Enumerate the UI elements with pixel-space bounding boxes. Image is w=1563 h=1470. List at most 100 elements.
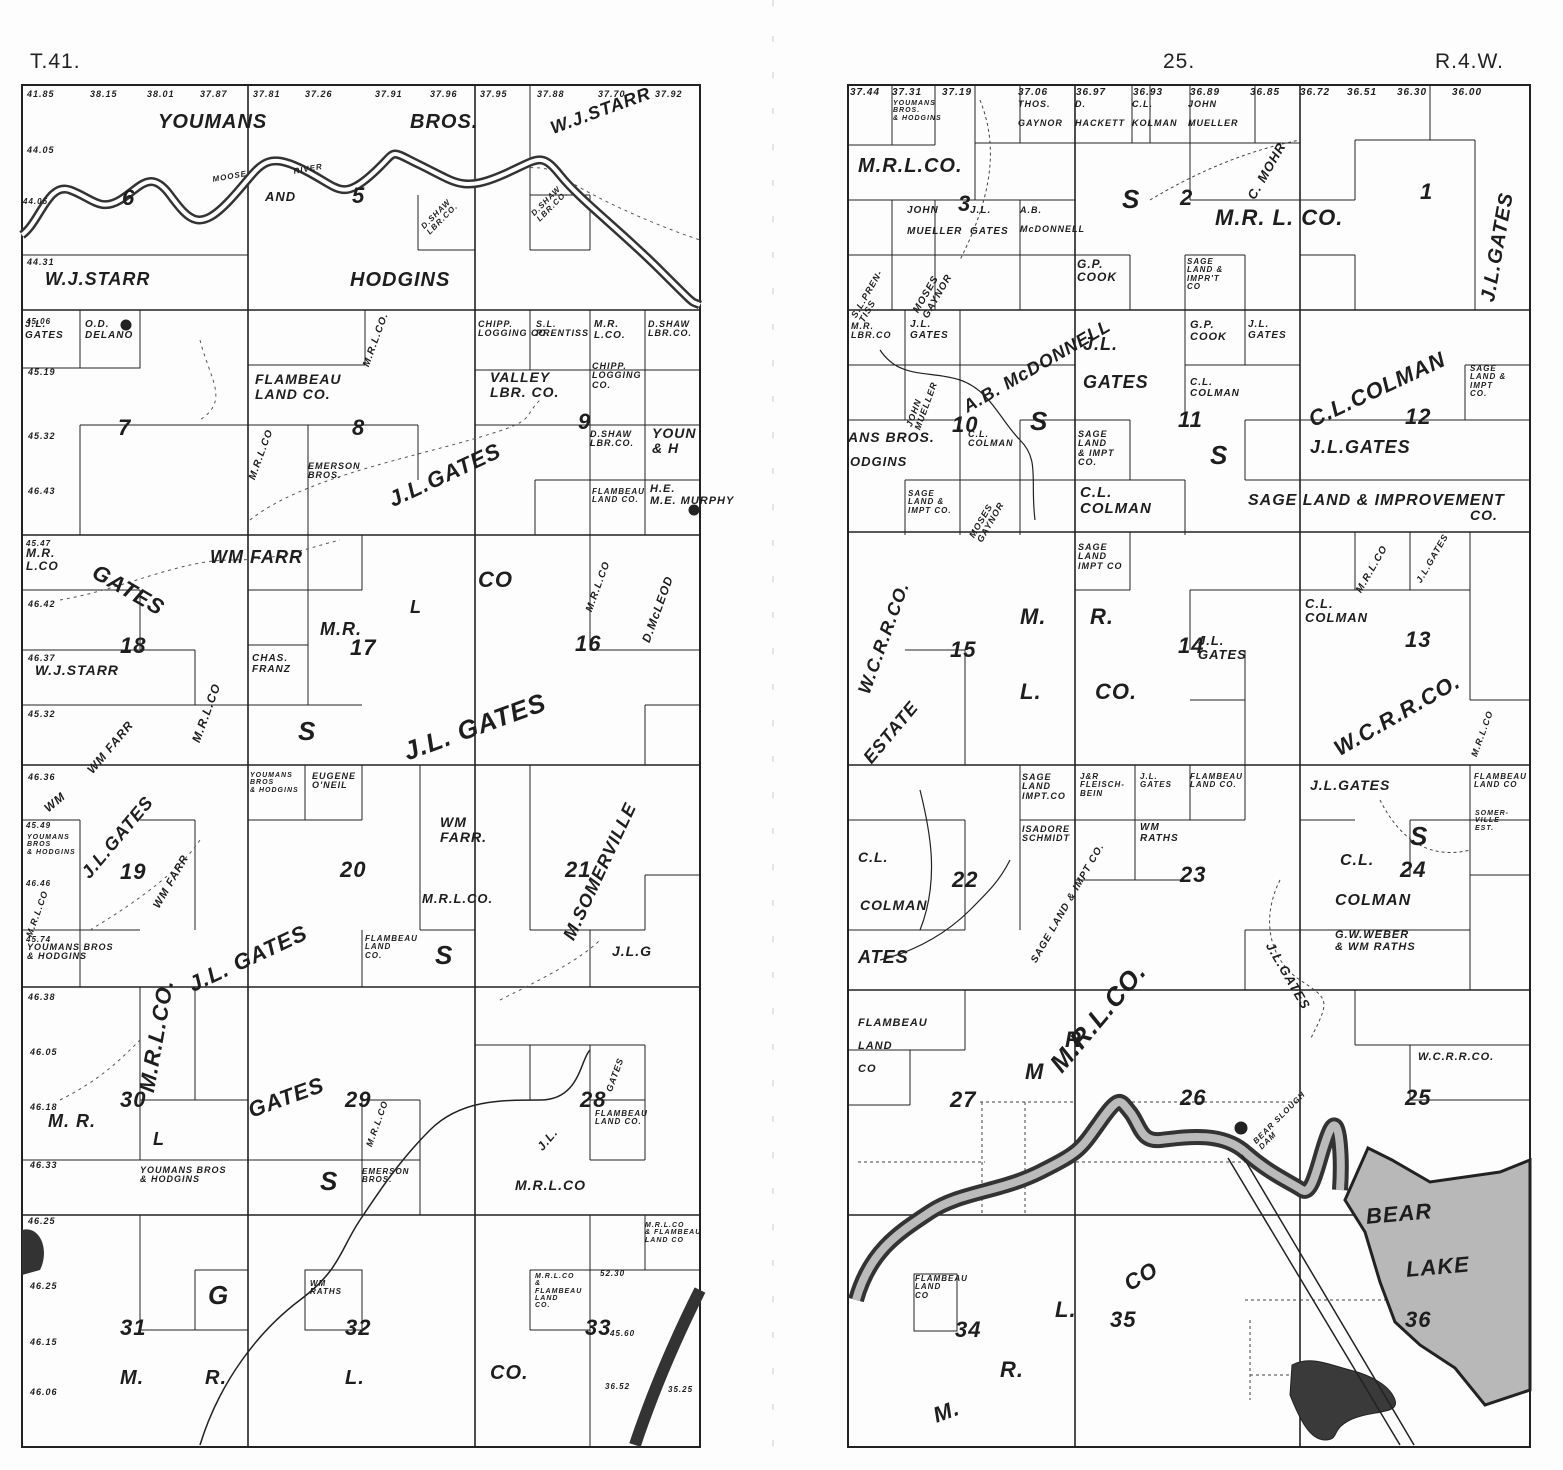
left-section-number: 20 — [340, 857, 367, 882]
left-owner-label: CHIPP. LOGGING CO. — [478, 319, 551, 339]
landmark-dot — [688, 504, 700, 516]
left-acreage-figure: 37.91 — [375, 89, 403, 99]
right-acreage-figure: 37.19 — [942, 87, 973, 98]
right-acreage-figure: 36.89 — [1190, 87, 1221, 98]
dam-marker — [1234, 1121, 1248, 1135]
right-owner-label: SAGE LAND & IMPR'T CO — [1187, 257, 1224, 292]
left-acreage-figure: 45.47 — [26, 539, 52, 548]
left-owner-label: FLAMBEAU LAND CO. — [592, 487, 645, 505]
left-lake-edge — [629, 1287, 706, 1447]
left-owner-label: D.SHAW LBR.CO. — [590, 429, 634, 449]
left-owner-label: WM RATHS — [310, 1279, 342, 1297]
right-owner-label: G.P. COOK — [1077, 257, 1117, 284]
left-owner-label: M.R.L.CO & FLAMBEAU LAND CO — [645, 1222, 702, 1244]
right-owner-label: S — [1410, 821, 1429, 851]
left-section-number: 18 — [120, 633, 147, 658]
left-owner-label: VALLEY LBR. CO. — [490, 369, 560, 400]
right-owner-label: WM RATHS — [1140, 822, 1179, 844]
left-acreage-figure: 37.96 — [430, 89, 458, 99]
left-owner-label: O.D. DELANO — [85, 319, 134, 341]
right-owner-label: FLAMBEAU LAND CO. — [1190, 772, 1243, 790]
left-section-number: 17 — [350, 635, 377, 660]
left-owner-label: WM FARR — [210, 547, 303, 567]
right-owner-label: J.L. GATES — [1198, 633, 1247, 662]
right-owner-label: M — [1025, 1059, 1045, 1084]
left-acreage-figure: 46.43 — [28, 486, 56, 496]
left-section-number: 31 — [120, 1315, 147, 1340]
right-creeks — [879, 349, 1036, 961]
right-owner-label: G.P. COOK — [1190, 319, 1227, 343]
left-township-frame — [21, 84, 701, 1448]
left-acreage-figure: 41.85 — [27, 89, 55, 99]
right-section-number: 25 — [1405, 1085, 1432, 1110]
left-acreage-figure: 44.31 — [27, 257, 55, 267]
small-lake — [1289, 1360, 1396, 1441]
right-parcel-lines — [848, 85, 1530, 1332]
left-owner-label: BROS. — [410, 111, 479, 133]
left-section-number: 29 — [345, 1087, 372, 1112]
left-acreage-figure: 45.74 — [26, 935, 52, 944]
right-owner-label: S — [1210, 440, 1229, 470]
right-owner-label: D. HACKETT — [1075, 99, 1125, 128]
left-acreage-figure: 52.30 — [600, 1269, 626, 1278]
right-section-number: 2 — [1180, 185, 1194, 210]
left-owner-label: EMERSON BROS. — [362, 1167, 410, 1185]
left-acreage-figure: 37.81 — [253, 89, 281, 99]
left-owner-label: CO. — [490, 1362, 529, 1384]
left-acreage-figure: 36.52 — [605, 1382, 631, 1391]
right-owner-label: COLMAN — [860, 897, 928, 913]
left-acreage-figure: 45.06 — [26, 317, 52, 326]
left-owner-label: CHIPP. LOGGING CO. — [592, 361, 642, 390]
left-section-lines — [22, 85, 700, 1447]
right-section-number: 24 — [1400, 857, 1427, 882]
right-owner-label: ODGINS — [850, 454, 908, 469]
left-acreage-figure: 45.49 — [26, 821, 52, 830]
right-section-number: 35 — [1110, 1307, 1137, 1332]
left-owner-label: J.L. GATES — [25, 319, 64, 341]
right-owner-label: FLAMBEAU LAND CO — [915, 1274, 968, 1300]
left-owner-label: J.L.G — [612, 943, 653, 959]
right-owner-label: SAGE LAND & IMPT CO. — [1078, 429, 1115, 468]
right-owner-label: R. — [1000, 1357, 1024, 1382]
right-owner-label: M.R. LBR.CO — [851, 321, 892, 341]
left-owner-label: L — [153, 1129, 165, 1149]
right-owner-label: C.L. — [1340, 852, 1375, 869]
right-owner-label: LAKE — [1404, 1251, 1471, 1282]
right-owner-label: M. — [1020, 604, 1047, 629]
left-acreage-figure: 38.15 — [90, 89, 118, 99]
left-owner-label: L — [410, 597, 422, 617]
right-acreage-figure: 36.97 — [1076, 87, 1107, 98]
right-owner-label: YOUMANS BROS. & HODGINS — [893, 100, 942, 122]
left-owner-label: M. R. — [48, 1111, 96, 1131]
right-owner-label: M.R. L. CO. — [1215, 205, 1344, 230]
left-acreage-figure: 44.05 — [27, 145, 55, 155]
left-acreage-figure: 35.25 — [668, 1385, 694, 1394]
right-acreage-figure: 36.93 — [1133, 87, 1164, 98]
left-section-number: 32 — [345, 1315, 372, 1340]
left-creek — [199, 1049, 591, 1446]
left-owner-label: D.SHAW LBR.CO. — [648, 319, 692, 339]
left-acreage-figure: 38.01 — [147, 89, 175, 99]
right-owner-label: SAGE LAND IMPT.CO — [1022, 772, 1066, 801]
left-acreage-figure: 45.19 — [28, 367, 56, 377]
left-owner-label: S — [435, 940, 454, 970]
right-section-number: 11 — [1178, 407, 1203, 432]
left-acreage-figure: 46.37 — [28, 653, 56, 663]
right-owner-label: C.L. COLMAN — [1080, 484, 1152, 517]
right-owner-label: G.W.WEBER & WM RATHS — [1335, 929, 1416, 953]
right-township-frame — [847, 84, 1531, 1448]
left-acreage-figure: 46.15 — [30, 1337, 58, 1347]
left-owner-label: EMERSON BROS. — [308, 461, 361, 481]
left-owner-label: YOUMANS BROS & HODGINS — [27, 942, 114, 962]
right-owner-label: BEAR — [1364, 1198, 1434, 1229]
right-owner-label: C.L. KOLMAN — [1132, 99, 1178, 128]
right-acreage-figure: 37.06 — [1018, 87, 1049, 98]
left-trails — [59, 167, 701, 1101]
left-section-number: 7 — [118, 415, 132, 440]
left-section-number: 21 — [565, 857, 592, 882]
right-owner-label: M.R.L.CO. — [858, 155, 963, 177]
left-acreage-figure: 37.87 — [200, 89, 228, 99]
left-acreage-figure: 37.70 — [598, 89, 626, 99]
right-owner-label: JOHN MUELLER — [1188, 99, 1239, 128]
left-acreage-figure: 46.25 — [28, 1216, 56, 1226]
